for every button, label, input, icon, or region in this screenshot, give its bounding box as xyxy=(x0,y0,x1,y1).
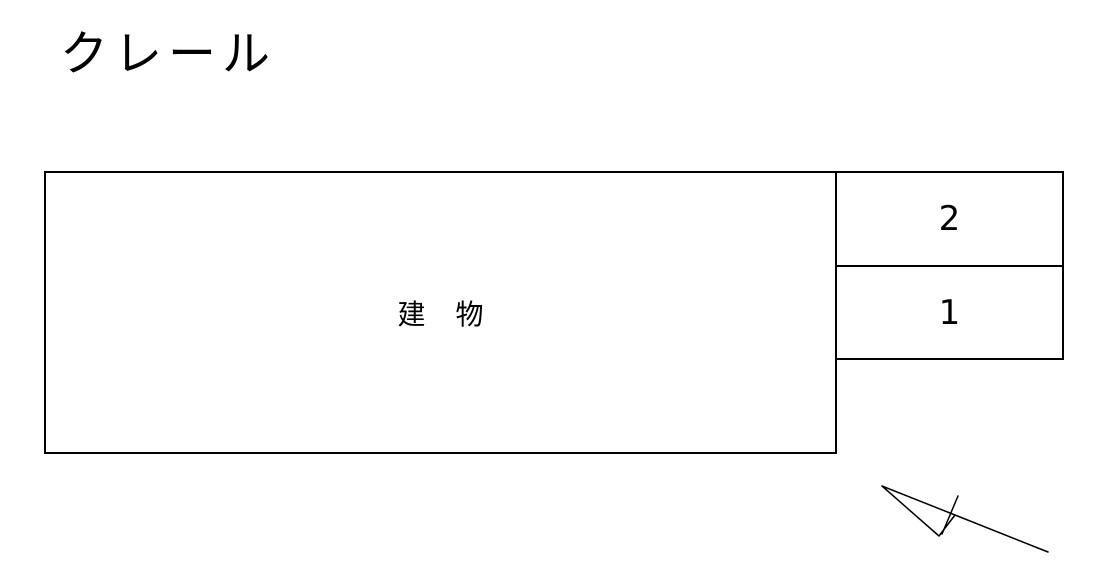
page-title: クレール xyxy=(60,26,277,82)
building-label: 建物 xyxy=(397,297,514,331)
north-arrow-head xyxy=(881,485,956,537)
parking-space-2: 2 xyxy=(835,171,1064,267)
building-block: 建物 xyxy=(44,171,837,454)
parking-space-label: 1 xyxy=(938,292,961,333)
north-arrow-shaft xyxy=(954,514,1049,553)
parking-space-label: 2 xyxy=(938,199,961,239)
north-arrow-cross xyxy=(941,495,959,535)
north-arrow-icon xyxy=(881,485,1049,553)
parking-space-1: 1 xyxy=(835,265,1064,360)
